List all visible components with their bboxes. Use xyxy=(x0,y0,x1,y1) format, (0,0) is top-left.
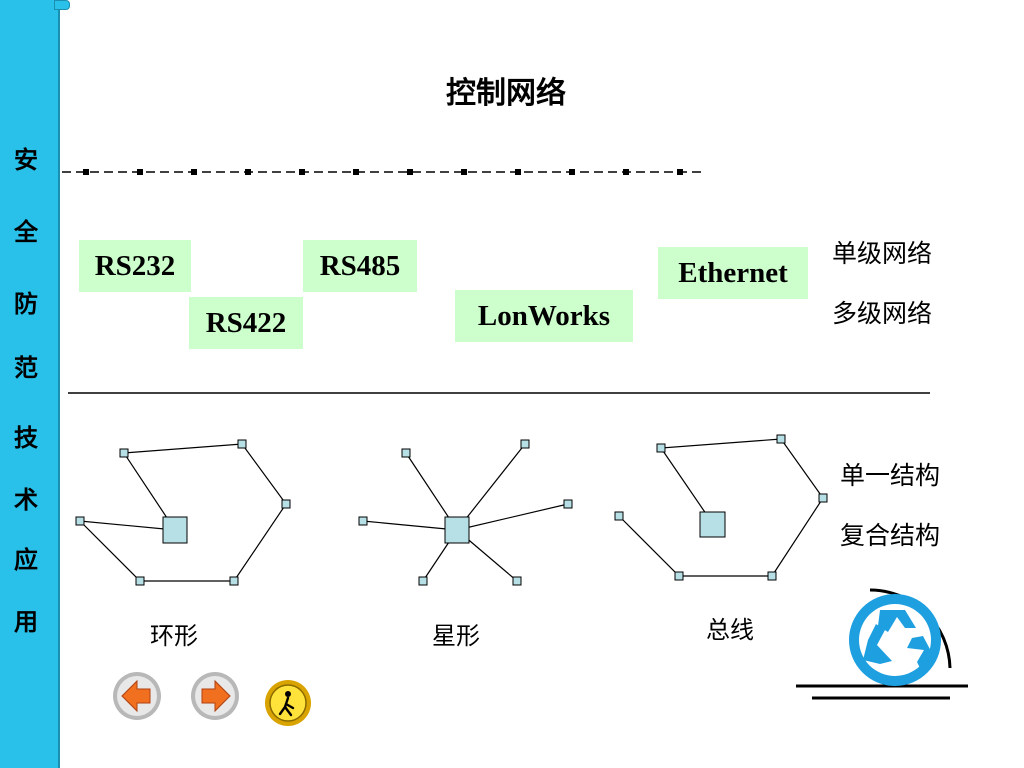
ring-nodes xyxy=(75,439,291,586)
tag-rs485: RS485 xyxy=(303,240,417,292)
ring-topology xyxy=(78,443,287,582)
tag-rs232: RS232 xyxy=(79,240,191,292)
sidebar-char: 术 xyxy=(14,485,38,514)
tag-rs422: RS422 xyxy=(189,297,303,349)
sidebar-char: 防 xyxy=(14,289,38,318)
page-title: 控制网络 xyxy=(446,76,566,111)
sidebar xyxy=(0,0,60,768)
label-single-structure: 单一结构 xyxy=(840,461,941,490)
sidebar-scroll-cap xyxy=(54,0,70,10)
label-composite-structure: 复合结构 xyxy=(840,521,941,550)
label-multi-level: 多级网络 xyxy=(832,299,933,328)
caption-star: 星形 xyxy=(432,622,480,650)
dashed-separator xyxy=(62,169,702,175)
label-single-level: 单级网络 xyxy=(832,239,933,268)
next-slide-button[interactable] xyxy=(190,671,240,721)
caption-ring: 环形 xyxy=(150,622,198,650)
tag-lonworks: LonWorks xyxy=(455,290,633,342)
sidebar-char: 范 xyxy=(14,353,38,382)
star-nodes xyxy=(358,439,573,586)
exit-icon xyxy=(265,680,311,726)
recycle-icon xyxy=(796,588,968,700)
bus-topology xyxy=(618,438,824,577)
tag-ethernet: Ethernet xyxy=(658,247,808,299)
sidebar-char: 应 xyxy=(14,545,38,574)
bus-nodes xyxy=(614,434,828,581)
sidebar-char: 全 xyxy=(14,217,38,246)
sidebar-char: 技 xyxy=(14,423,38,452)
arrow-left-icon xyxy=(113,672,161,720)
star-topology xyxy=(362,443,569,582)
arrow-right-icon xyxy=(191,672,239,720)
caption-bus: 总线 xyxy=(706,616,754,644)
sidebar-char: 用 xyxy=(14,607,38,636)
sidebar-char: 安 xyxy=(14,145,38,174)
prev-slide-button[interactable] xyxy=(112,671,162,721)
exit-button[interactable] xyxy=(264,679,312,727)
